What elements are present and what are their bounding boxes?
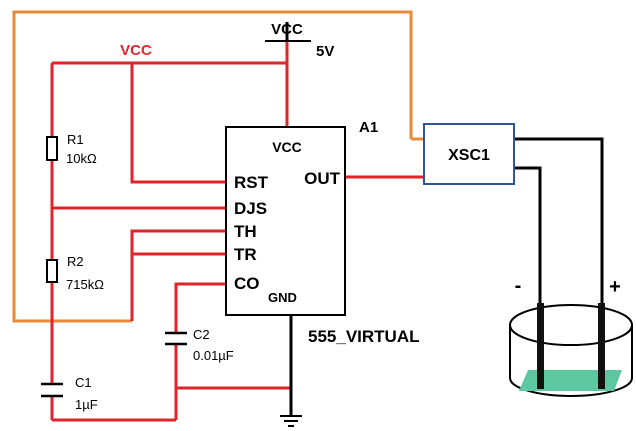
xsc1-oscilloscope-box: [423, 123, 515, 185]
c1-name: C1: [75, 375, 92, 390]
pin-co-label: CO: [234, 274, 260, 293]
r2-resistor-icon: [46, 259, 58, 283]
orange-probe-wire: [12, 10, 413, 323]
pin-rst-label: RST: [234, 173, 269, 192]
beaker-icon: [509, 303, 633, 397]
pin-vcc-label: VCC: [272, 139, 302, 155]
c1-value: 1µF: [75, 397, 98, 412]
red-wiring: [50, 41, 424, 422]
pin-th-label: TH: [234, 222, 257, 241]
pin-tr-label: TR: [234, 245, 257, 264]
xsc1-label: XSC1: [448, 147, 490, 164]
c2-name: C2: [193, 327, 210, 342]
r1-resistor-icon: [46, 136, 58, 161]
r1-value: 10kΩ: [66, 151, 97, 166]
pin-gnd-label: GND: [268, 290, 297, 305]
ic-part-name: 555_VIRTUAL: [308, 327, 419, 346]
ic-555-body: [225, 126, 346, 316]
c1-capacitor-icon: [41, 382, 63, 398]
vcc-top-label: VCC: [271, 21, 303, 38]
ic-designator: A1: [359, 119, 378, 136]
c2-capacitor-icon: [165, 331, 187, 346]
vcc-net-label: VCC: [120, 42, 152, 59]
r2-name: R2: [67, 254, 84, 269]
voltage-label: 5V: [316, 43, 334, 60]
r2-value: 715kΩ: [66, 277, 104, 292]
r1-name: R1: [67, 132, 84, 147]
pin-djs-label: DJS: [234, 199, 267, 218]
electrode-minus: [537, 303, 544, 389]
electrode-green-plate: [519, 370, 622, 391]
ground-icon: [280, 415, 302, 427]
pin-out-label: OUT: [304, 169, 341, 188]
scope-plus-label: +: [609, 276, 621, 298]
c2-value: 0.01µF: [193, 348, 234, 363]
scope-minus-label: -: [515, 275, 522, 297]
electrode-plus: [598, 303, 605, 389]
